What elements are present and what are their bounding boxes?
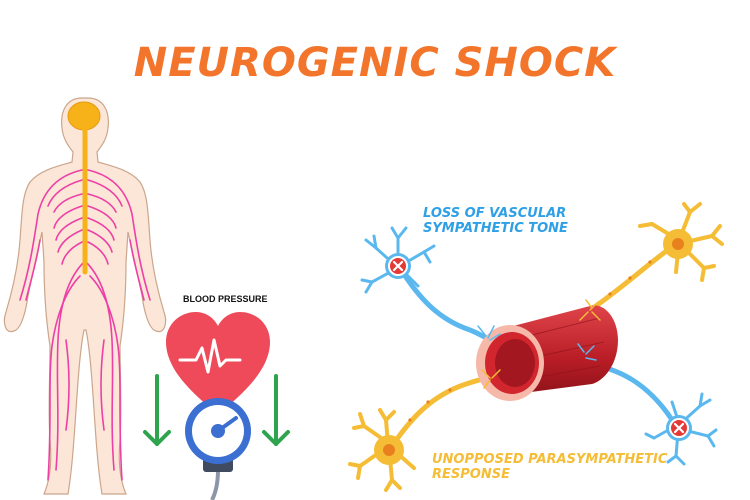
- axon-dots: [408, 260, 652, 422]
- parasympathetic-neuron: [638, 202, 724, 282]
- x-circle-icon: [669, 418, 689, 438]
- pulse-line-icon: [178, 338, 242, 374]
- pressure-gauge-icon: [185, 398, 251, 500]
- arrow-down-icon: [262, 374, 290, 446]
- blood-pressure-label: BLOOD PRESSURE: [183, 294, 268, 304]
- nerve-terminals: [477, 299, 601, 389]
- blood-pressure-illustration: [143, 312, 290, 500]
- label-line: SYMPATHETIC TONE: [423, 221, 568, 236]
- blood-vessel: [476, 305, 618, 401]
- label-line: UNOPPOSED PARASYMPATHETIC: [432, 452, 668, 467]
- arrow-down-icon: [143, 374, 171, 446]
- human-body-figure: [3, 97, 167, 495]
- x-circle-icon: [388, 256, 408, 276]
- loss-of-sympathetic-tone-label: LOSS OF VASCULAR SYMPATHETIC TONE: [423, 206, 583, 236]
- label-line: LOSS OF VASCULAR: [423, 206, 567, 221]
- label-line: RESPONSE: [432, 467, 510, 482]
- unopposed-parasympathetic-label: UNOPPOSED PARASYMPATHETIC RESPONSE: [432, 452, 672, 482]
- neuron-vessel-diagram: [348, 202, 724, 492]
- page-title: NEUROGENIC SHOCK: [133, 40, 617, 86]
- parasympathetic-neuron: [348, 408, 416, 492]
- peripheral-nerves: [19, 169, 151, 481]
